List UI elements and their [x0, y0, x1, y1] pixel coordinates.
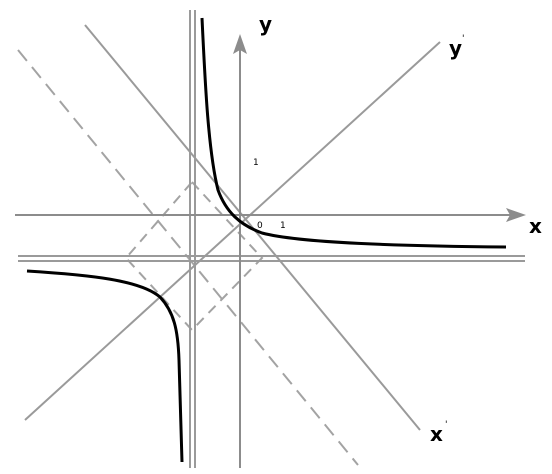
y-axis-arrow-icon — [233, 34, 247, 54]
hyperbola-upper-branch — [200, 17, 507, 249]
x-axis-arrow-icon — [506, 208, 526, 222]
unit-y-label: 1 — [253, 158, 259, 168]
origin-label: 0 — [257, 221, 263, 231]
y-prime-label: y — [449, 36, 462, 60]
y-prime-mark: ' — [462, 34, 464, 44]
unit-x-label: 1 — [280, 221, 286, 231]
x-prime-label: x — [430, 422, 443, 446]
x-axis-label: x — [529, 214, 542, 238]
y-axis-label: y — [259, 12, 272, 36]
dashed-diamond — [124, 180, 264, 332]
diagonal-line-y-prime — [24, 41, 441, 421]
dashed-diagonal-line — [17, 49, 359, 466]
hyperbola-lower-branch — [26, 269, 184, 463]
x-prime-mark: ' — [445, 420, 447, 430]
